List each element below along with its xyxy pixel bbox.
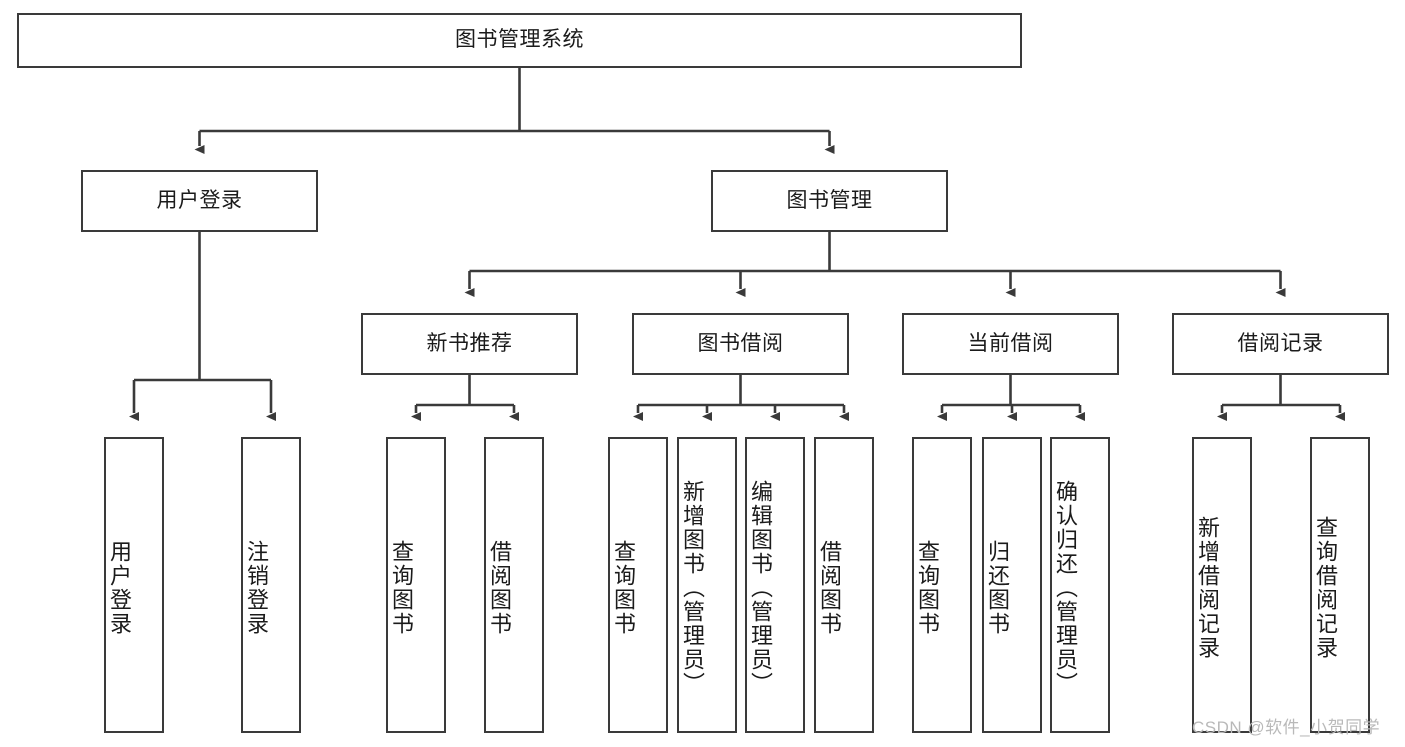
- node-l-bb-edit[interactable]: 编辑图书（管理员）: [745, 437, 805, 733]
- node-n-user-login[interactable]: 用户登录: [81, 170, 318, 232]
- node-l-user-login[interactable]: 用户登录: [104, 437, 164, 733]
- node-label: 图书借阅: [697, 331, 784, 355]
- node-label: 新增图书（管理员）: [679, 480, 705, 696]
- node-label: 用户登录: [156, 188, 243, 212]
- node-label: 用户登录: [106, 540, 132, 636]
- node-label: 查询图书: [914, 540, 940, 636]
- node-l-bb-query[interactable]: 查询图书: [608, 437, 668, 733]
- node-label: 编辑图书（管理员）: [747, 480, 773, 696]
- node-label: 图书管理: [786, 188, 873, 212]
- node-n-borrow-record[interactable]: 借阅记录: [1172, 313, 1389, 375]
- node-label: 查询图书: [388, 540, 414, 636]
- node-root[interactable]: 图书管理系统: [17, 13, 1022, 68]
- node-label: 当前借阅: [967, 331, 1054, 355]
- node-l-logout[interactable]: 注销登录: [241, 437, 301, 733]
- node-l-bb-add[interactable]: 新增图书（管理员）: [677, 437, 737, 733]
- node-label: 借阅图书: [486, 540, 512, 636]
- node-label: 查询图书: [610, 540, 636, 636]
- node-l-rec-query[interactable]: 查询图书: [386, 437, 446, 733]
- node-label: 借阅记录: [1237, 331, 1324, 355]
- node-label: 借阅图书: [816, 540, 842, 636]
- node-l-cb-confirm[interactable]: 确认归还（管理员）: [1050, 437, 1110, 733]
- node-label: 新增借阅记录: [1194, 516, 1220, 660]
- node-label: 注销登录: [243, 540, 269, 636]
- node-label: 图书管理系统: [455, 28, 584, 52]
- csdn-watermark: CSDN @软件_小贺同学: [1192, 718, 1381, 737]
- node-l-rec-borrow[interactable]: 借阅图书: [484, 437, 544, 733]
- node-n-book-borrow[interactable]: 图书借阅: [632, 313, 849, 375]
- node-label: 确认归还（管理员）: [1052, 480, 1078, 696]
- node-n-new-book-rec[interactable]: 新书推荐: [361, 313, 578, 375]
- node-l-cb-return[interactable]: 归还图书: [982, 437, 1042, 733]
- node-l-cb-query[interactable]: 查询图书: [912, 437, 972, 733]
- node-l-bb-borrow[interactable]: 借阅图书: [814, 437, 874, 733]
- node-n-book-mgmt[interactable]: 图书管理: [711, 170, 948, 232]
- node-label: 查询借阅记录: [1312, 516, 1338, 660]
- node-label: 新书推荐: [426, 331, 513, 355]
- node-label: 归还图书: [984, 540, 1010, 636]
- node-n-current-borrow[interactable]: 当前借阅: [902, 313, 1119, 375]
- node-l-br-query[interactable]: 查询借阅记录: [1310, 437, 1370, 733]
- node-l-br-add[interactable]: 新增借阅记录: [1192, 437, 1252, 733]
